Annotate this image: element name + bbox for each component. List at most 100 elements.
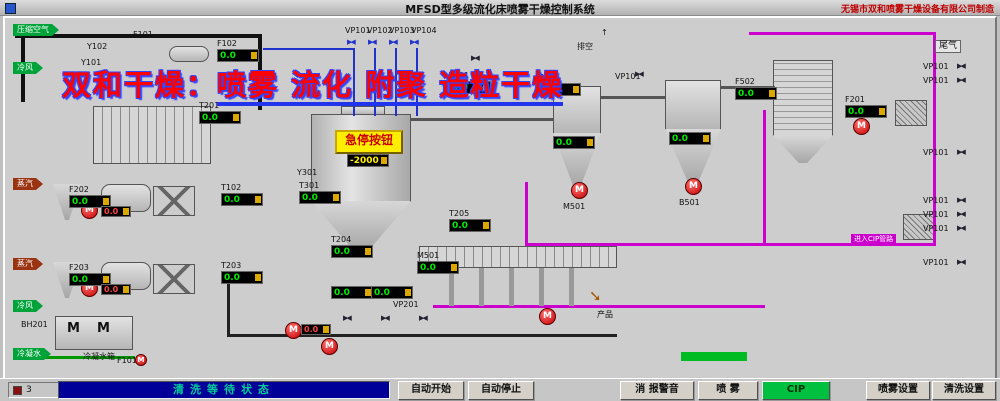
pipe <box>416 48 418 116</box>
heat-exchanger-2 <box>153 264 195 294</box>
pump-motor-icon[interactable]: M <box>539 308 556 325</box>
pump-motor-icon[interactable]: M <box>321 338 338 355</box>
display-unit-badge <box>323 326 329 333</box>
display-value-box: 0.0 <box>449 219 491 232</box>
display-value-box: 0.0 <box>69 195 111 208</box>
pipe <box>449 268 454 306</box>
flow-arrow-label: 压缩空气 <box>13 24 59 36</box>
value-display: 0.0 <box>301 324 331 335</box>
display-value-box: -2000 <box>347 154 389 167</box>
display-value: 0.0 <box>420 262 436 273</box>
display-unit-badge <box>255 274 261 281</box>
alarm-indicator-panel: 3 <box>8 382 60 398</box>
equipment-label: VP101 <box>923 196 949 205</box>
valve-icon[interactable]: ▶◀ <box>957 148 966 156</box>
display-value-box: 0.0 <box>331 245 373 258</box>
pipe <box>395 48 397 116</box>
display-value-box: 0.0 <box>299 191 341 204</box>
display-value: 0.0 <box>224 194 240 205</box>
spray-button[interactable]: 喷 雾 <box>698 381 758 400</box>
valve-icon[interactable]: ▶◀ <box>368 38 377 46</box>
valve-icon[interactable]: ▶◀ <box>343 314 352 322</box>
valve-icon[interactable]: ▶◀ <box>957 258 966 266</box>
display-value-box: 0.0 <box>449 81 491 94</box>
valve-icon[interactable]: ▶◀ <box>471 54 480 62</box>
pump-motor-icon[interactable]: M <box>853 118 870 135</box>
pump-motor-icon[interactable]: M <box>285 322 302 339</box>
mute-alarm-button[interactable]: 消 报警音 <box>620 381 694 400</box>
pipe <box>479 268 484 306</box>
flow-arrow-label: 蒸汽 <box>13 178 43 190</box>
emergency-stop-button[interactable]: 急停按钮 <box>335 130 403 154</box>
bag-filter <box>93 106 211 164</box>
pump-motor-icon[interactable]: M <box>685 178 702 195</box>
equipment-label: VP102 <box>367 26 393 35</box>
pump-motor-icon[interactable]: M <box>571 182 588 199</box>
valve-icon[interactable]: ▶◀ <box>389 38 398 46</box>
valve-icon[interactable]: ▶◀ <box>410 38 419 46</box>
fluid-bed-bottom <box>419 246 617 268</box>
display-label: F102 <box>217 39 237 48</box>
equipment-label: VP101 <box>345 26 371 35</box>
valve-icon[interactable]: ▶◀ <box>957 210 966 218</box>
value-display: 0.0 <box>371 286 413 299</box>
pipe <box>353 48 355 116</box>
flow-arrow-label: 冷风 <box>13 300 43 312</box>
value-display: 0.0 <box>101 206 131 217</box>
watermark-text: 双和干燥：喷雾 流化 附聚 造粒干燥 <box>62 62 564 106</box>
equipment-label: VP104 <box>411 26 437 35</box>
auto-start-button[interactable]: 自动开始 <box>398 381 464 400</box>
equipment-label: VP103 <box>389 26 415 35</box>
exhaust-filter-1 <box>895 100 927 126</box>
display-value-box: 0.0 <box>301 324 331 335</box>
auto-stop-button[interactable]: 自动停止 <box>468 381 534 400</box>
display-unit-badge <box>483 84 489 91</box>
valve-icon[interactable]: ▶◀ <box>957 224 966 232</box>
value-display: 0.0 <box>669 132 711 145</box>
equipment-label: VP101 <box>923 258 949 267</box>
display-label: F201 <box>845 95 865 104</box>
exhaust-filter-2 <box>903 214 935 240</box>
display-value-box: 0.0 <box>221 271 263 284</box>
clean-settings-button[interactable]: 清洗设置 <box>932 381 996 400</box>
valve-icon[interactable]: ▶◀ <box>381 314 390 322</box>
display-value-box: 0.0 <box>417 261 459 274</box>
page-title: MFSD型多级流化床喷雾干燥控制系统 <box>405 3 595 16</box>
display-unit-badge <box>573 86 579 93</box>
pipe <box>749 32 935 35</box>
equipment-label: 进入CIP管路 <box>851 234 897 245</box>
pipe <box>15 34 261 38</box>
display-label: F202 <box>69 185 89 194</box>
valve-icon[interactable]: ▶◀ <box>957 76 966 84</box>
pipe <box>525 182 528 244</box>
valve-icon[interactable]: ▶◀ <box>419 314 428 322</box>
equipment-label: VP101 <box>923 62 949 71</box>
value-display: 0.0 <box>101 284 131 295</box>
display-value: 0.0 <box>72 274 88 285</box>
equipment-label: VP101 <box>615 72 641 81</box>
display-value-box: 0.0 <box>101 284 131 295</box>
flow-arrow-label: 冷凝水 <box>13 348 51 360</box>
valve-icon[interactable]: ▶◀ <box>957 196 966 204</box>
display-label: T204 <box>331 235 352 244</box>
display-value: 0.0 <box>224 272 240 283</box>
display-label: T301 <box>299 181 320 190</box>
alarm-led-icon <box>13 385 22 395</box>
display-value-box: 0.0 <box>217 49 259 62</box>
display-value-box: 0.0 <box>101 206 131 217</box>
valve-icon[interactable]: ▶◀ <box>635 70 644 78</box>
equipment-label: VP101 <box>923 148 949 157</box>
spray-settings-button[interactable]: 喷雾设置 <box>866 381 930 400</box>
pump-motor-icon[interactable]: M <box>135 354 147 366</box>
valve-icon[interactable]: ▶◀ <box>347 38 356 46</box>
display-label: F502 <box>735 77 755 86</box>
display-value-box: 0.0 <box>735 87 777 100</box>
cip-button[interactable]: CIP <box>762 381 830 400</box>
valve-icon[interactable]: ▶◀ <box>957 62 966 70</box>
display-value: 0.0 <box>104 206 119 216</box>
